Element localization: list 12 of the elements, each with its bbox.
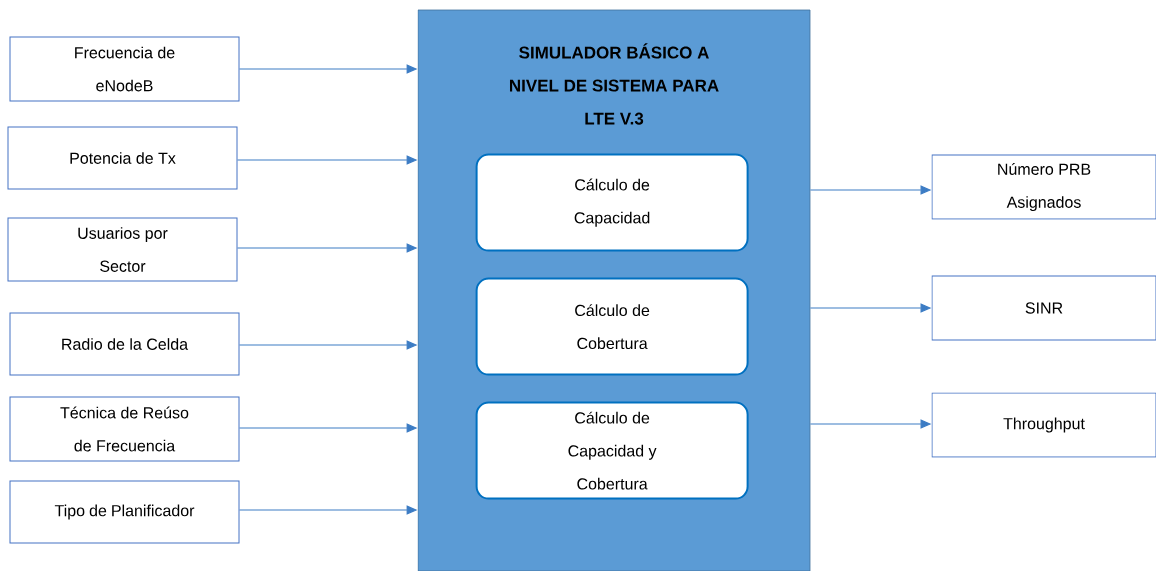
module-box: Cálculo de Capacidad y Cobertura (475, 401, 749, 500)
module-box: Cálculo de Capacidad (475, 153, 749, 252)
input-box: Tipo de Planificador (9, 480, 240, 544)
output-box: SINR (931, 275, 1156, 341)
input-box: Usuarios por Sector (7, 217, 238, 282)
input-box: Potencia de Tx (7, 126, 238, 190)
output-box: Throughput (931, 392, 1156, 458)
module-box: Cálculo de Cobertura (475, 277, 749, 376)
input-box: Frecuencia de eNodeB (9, 36, 240, 102)
input-box: Técnica de Reúso de Frecuencia (9, 396, 240, 462)
output-box: Número PRB Asignados (931, 154, 1156, 220)
input-box: Radio de la Celda (9, 312, 240, 376)
